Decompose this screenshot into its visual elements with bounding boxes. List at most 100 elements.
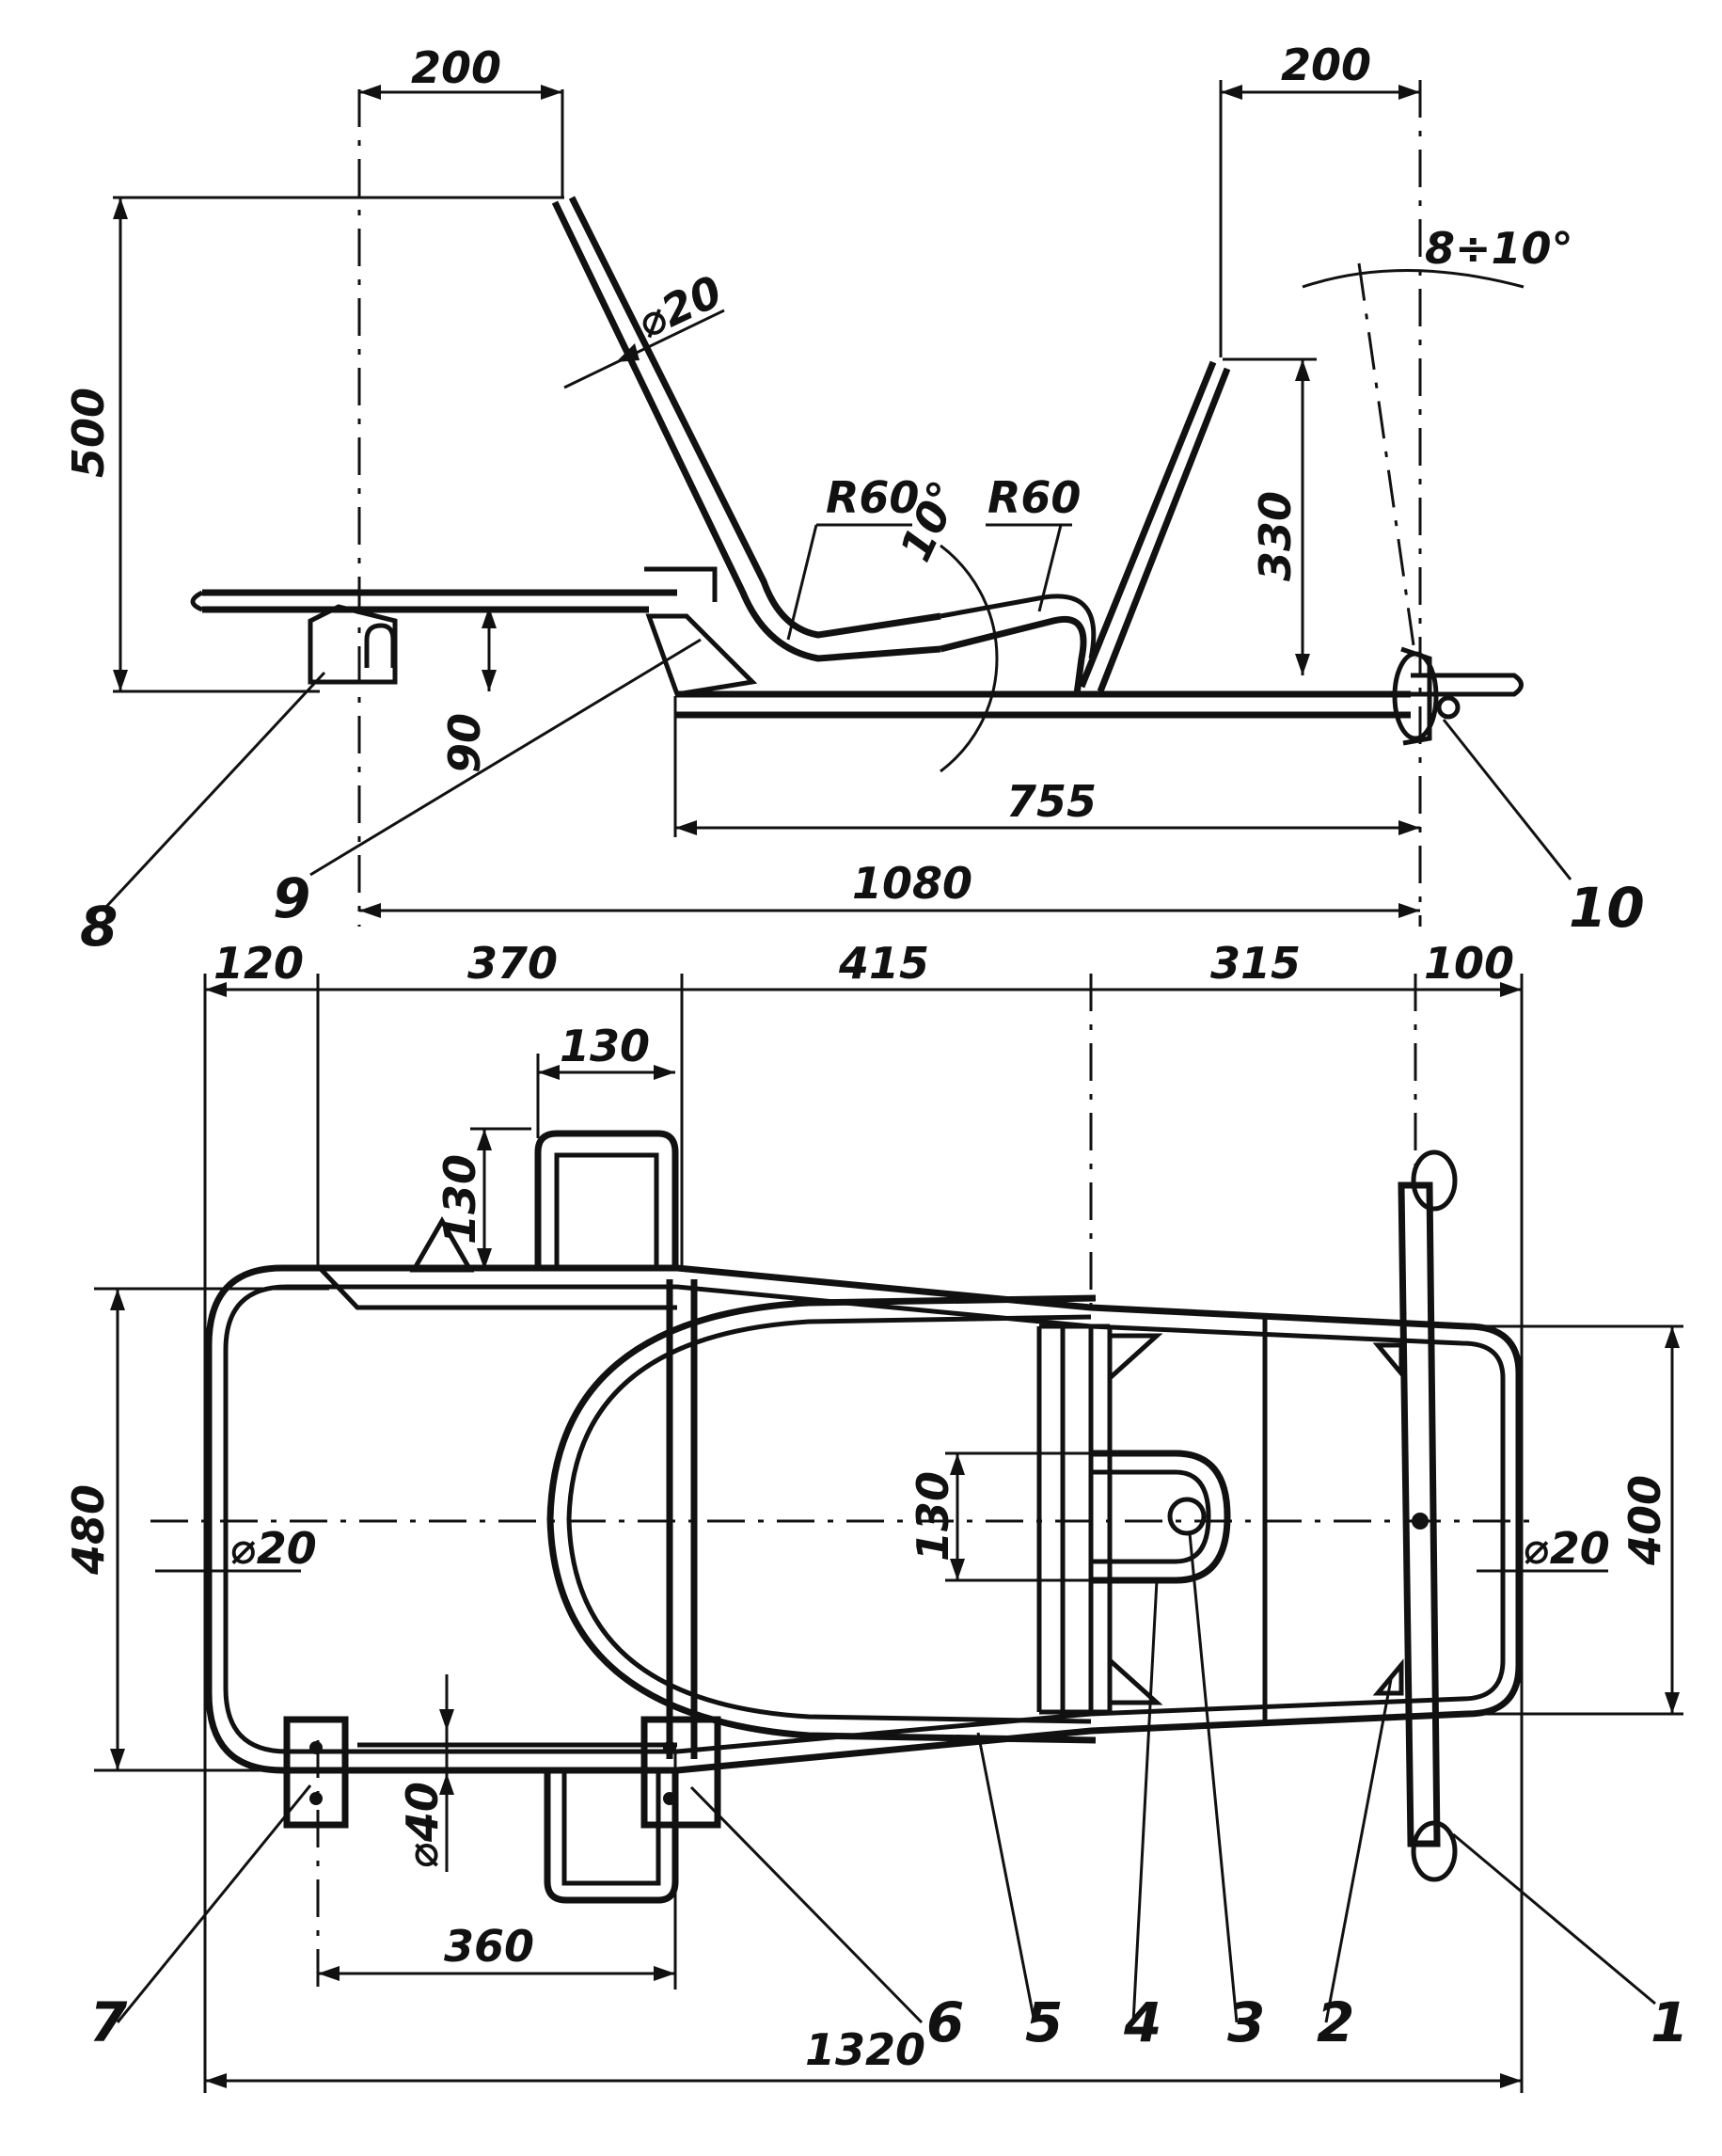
callout-8: 8 — [80, 895, 118, 959]
dim-200-right: 200 — [1281, 40, 1371, 90]
dim-755: 755 — [1006, 776, 1097, 827]
pad-6 — [640, 1716, 721, 1829]
pad-7-hole — [309, 1741, 323, 1754]
dim-330: 330 — [1250, 491, 1301, 581]
callout-7: 7 — [89, 1990, 128, 2054]
dim-dia-40: ⌀40 — [397, 1782, 448, 1868]
seat-back-frame — [1039, 1324, 1110, 1715]
arrow-head — [1500, 2073, 1522, 2088]
arrow-head — [616, 343, 640, 362]
dim-dia-20-left: ⌀20 — [230, 1523, 317, 1574]
dim-dia-20-right: ⌀20 — [1524, 1523, 1610, 1574]
dim-200-left: 200 — [411, 42, 501, 93]
leader-line — [116, 1784, 312, 2023]
handle-upper — [534, 1130, 679, 1270]
dim-1320: 1320 — [805, 2024, 925, 2075]
arrow-head — [1398, 903, 1420, 918]
callout-3: 3 — [1227, 1990, 1265, 2054]
arrow-head — [318, 1966, 340, 1981]
arrow-head — [482, 670, 497, 691]
leader-line — [1324, 1673, 1394, 2023]
callout-2: 2 — [1317, 1990, 1354, 2054]
triangle-bracket — [409, 1215, 475, 1273]
seat-oval — [546, 1294, 1097, 1744]
arrow-head — [1398, 820, 1420, 835]
rear-upright-inner — [1097, 367, 1231, 693]
rail-end — [190, 590, 204, 612]
seat-pan-inner — [940, 594, 1097, 659]
arrow-head — [113, 670, 128, 691]
leader-line — [103, 671, 326, 910]
arrow-head — [1398, 85, 1420, 100]
leader-line — [1452, 1832, 1656, 2005]
pad-6-hole — [663, 1741, 676, 1754]
dim-400: 400 — [1619, 1475, 1670, 1566]
plan-view: 120 370 415 315 100 130 130 480 400 ⌀20 … — [63, 938, 1688, 2093]
callout-9: 9 — [273, 866, 310, 930]
leader-line — [689, 1785, 924, 2024]
arrow-head — [477, 1248, 492, 1270]
callout-10: 10 — [1569, 876, 1645, 940]
arrow-head — [439, 1709, 454, 1731]
bracket-8-loop — [364, 623, 396, 668]
front-rail — [202, 589, 677, 613]
seat-pan — [940, 616, 1087, 695]
arrow-head — [950, 1453, 965, 1475]
pivot-clamp — [1400, 646, 1432, 746]
callout-4: 4 — [1123, 1990, 1161, 2054]
stirrup-4-inner — [1091, 1469, 1211, 1564]
leader-line — [1131, 1579, 1159, 2023]
arrow-head — [1665, 1692, 1680, 1714]
dim-100: 100 — [1424, 938, 1514, 989]
dim-r60-left: R60 — [826, 472, 919, 523]
arrow-head — [538, 1065, 560, 1080]
arrow-head — [359, 85, 381, 100]
dim-1080: 1080 — [852, 858, 972, 909]
handle-upper-inner — [554, 1152, 659, 1270]
arrow-head — [1665, 1326, 1680, 1348]
dim-500: 500 — [63, 388, 114, 478]
rail-end — [1411, 673, 1524, 697]
dim-dia-20: ⌀20 — [630, 265, 730, 348]
arrow-head — [110, 1749, 125, 1770]
dim-415: 415 — [838, 938, 929, 989]
pad-7-hole — [309, 1792, 323, 1805]
seat-oval-inner — [566, 1314, 1092, 1724]
dim-315: 315 — [1210, 938, 1301, 989]
bracket-8-body — [308, 604, 398, 685]
arrow-head — [950, 1559, 965, 1580]
arrow-head — [359, 903, 381, 918]
cross-bar — [666, 1279, 698, 1759]
dim-90: 90 — [439, 713, 490, 773]
gusset-2 — [1372, 1342, 1404, 1380]
dim-8-10deg: 8÷10° — [1425, 223, 1573, 274]
stirrup-4 — [1091, 1450, 1231, 1584]
arrow-head — [654, 1065, 675, 1080]
frame-inner — [223, 1284, 1506, 1754]
gusset — [1107, 1333, 1163, 1384]
leader-line — [563, 309, 725, 389]
arrow-head — [205, 2073, 227, 2088]
callout-6: 6 — [926, 1990, 964, 2054]
arrow-head — [1500, 982, 1522, 997]
arrow-head — [1221, 85, 1242, 100]
frame-outer — [205, 1264, 1523, 1774]
axle-1 — [1398, 1181, 1441, 1847]
leader-line — [976, 1732, 1036, 2023]
side-view: 200 200 500 330 90 755 1080 — [63, 40, 1645, 959]
axle-end-top — [1411, 1149, 1458, 1212]
angle-arc — [940, 544, 999, 773]
axle-pivot — [1412, 1513, 1429, 1530]
leader-line — [1037, 524, 1063, 612]
seat-back-bars — [1036, 1326, 1113, 1712]
arrow-head — [439, 1773, 454, 1795]
gusset — [1107, 1655, 1163, 1705]
seat-back-tube — [551, 200, 941, 662]
arrow-head — [654, 1966, 675, 1981]
arrow-head — [477, 1129, 492, 1150]
bracket-9-top — [644, 566, 718, 602]
arrow-head — [113, 198, 128, 219]
leader-line — [1188, 1532, 1239, 2023]
arrow-head — [205, 982, 227, 997]
